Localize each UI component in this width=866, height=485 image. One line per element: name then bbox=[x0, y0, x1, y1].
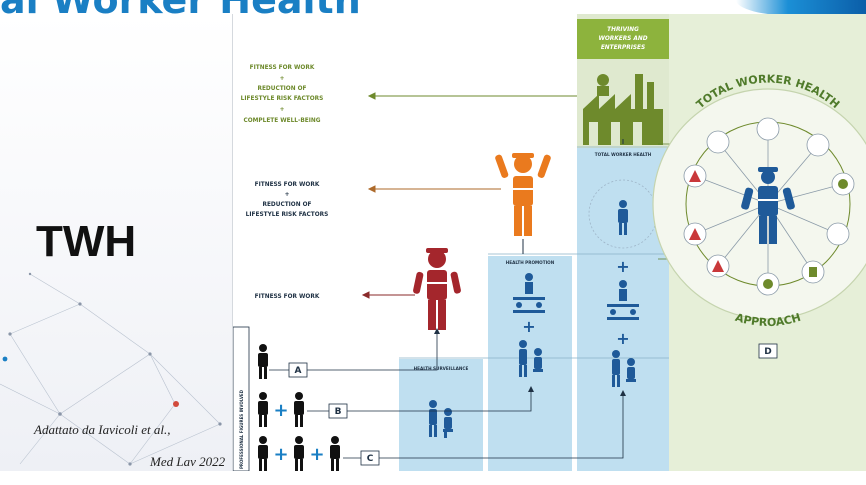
plus-promotion: + bbox=[522, 317, 535, 336]
doctor-patient-icon-3 bbox=[612, 350, 636, 387]
ring-bottom-label: APPROACH bbox=[734, 311, 803, 329]
surveillance-block bbox=[399, 359, 483, 471]
red-worker-icon bbox=[413, 248, 461, 330]
outcome-top-3: REDUCTION OF bbox=[258, 86, 307, 92]
twh-small-label: TOTAL WORKER HEALTH bbox=[595, 152, 652, 157]
thriving-line-3: ENTERPRISES bbox=[601, 45, 645, 51]
doctor-patient-icon bbox=[429, 400, 453, 438]
professional-figures-box bbox=[233, 326, 250, 471]
thriving-banner bbox=[577, 19, 669, 59]
outcome-mid-4: LIFESTYLE RISK FACTORS bbox=[246, 212, 329, 218]
outcome-top-5: + bbox=[280, 107, 285, 113]
twh-approach-wheel bbox=[652, 88, 866, 320]
attribution-line-2: Med Lav 2022 bbox=[150, 454, 226, 469]
twh-diagram-svg: THRIVING WORKERS AND ENTERPRISES FITNESS… bbox=[233, 14, 866, 471]
network-decoration bbox=[0, 272, 222, 466]
outcome-mid-3: REDUCTION OF bbox=[263, 202, 312, 208]
thriving-line-2: WORKERS AND bbox=[598, 36, 647, 42]
letter-d: D bbox=[764, 347, 771, 357]
letter-d-box bbox=[758, 343, 778, 359]
outcome-top-1: FITNESS FOR WORK bbox=[250, 65, 315, 71]
outcome-top-6: COMPLETE WELL-BEING bbox=[243, 118, 320, 124]
doctor-patient-icon-2 bbox=[519, 340, 543, 377]
outcome-mid-1: FITNESS FOR WORK bbox=[255, 182, 320, 188]
letter-b: B bbox=[335, 407, 342, 417]
group-activity-icon-2 bbox=[607, 280, 639, 320]
row-c-workers bbox=[258, 436, 340, 471]
letter-a: A bbox=[295, 366, 302, 376]
twh-label: TWH bbox=[36, 217, 137, 266]
plus-twh-2: + bbox=[616, 329, 629, 348]
left-panel: TWH bbox=[0, 14, 232, 471]
row-a-workers bbox=[258, 344, 268, 379]
health-surveillance-label: HEALTH SURVEILLANCE bbox=[414, 366, 469, 371]
twh-diagram: THRIVING WORKERS AND ENTERPRISES FITNESS… bbox=[232, 14, 866, 471]
letter-c: C bbox=[367, 454, 374, 464]
thriving-line-1: THRIVING bbox=[607, 27, 639, 33]
corner-logo-swoosh bbox=[736, 0, 866, 16]
plus-row-c-2: + bbox=[309, 444, 324, 465]
group-activity-icon bbox=[513, 273, 545, 313]
plus-row-c-1: + bbox=[273, 444, 288, 465]
professional-figures-label: PROFESSIONAL FIGURES INVOLVED bbox=[239, 389, 244, 469]
outcome-mid-2: + bbox=[285, 192, 290, 198]
outcome-top-2: + bbox=[280, 76, 285, 82]
plus-twh-1: + bbox=[616, 257, 629, 276]
health-promotion-label: HEALTH PROMOTION bbox=[506, 260, 555, 265]
orange-worker-icon bbox=[495, 153, 551, 236]
outcome-low-1: FITNESS FOR WORK bbox=[255, 294, 320, 300]
row-b-workers bbox=[258, 392, 304, 427]
attribution-line-1: Adattato da Iavicoli et al., bbox=[34, 422, 171, 437]
outcome-top-4: LIFESTYLE RISK FACTORS bbox=[241, 96, 324, 102]
plus-row-b: + bbox=[273, 400, 288, 421]
